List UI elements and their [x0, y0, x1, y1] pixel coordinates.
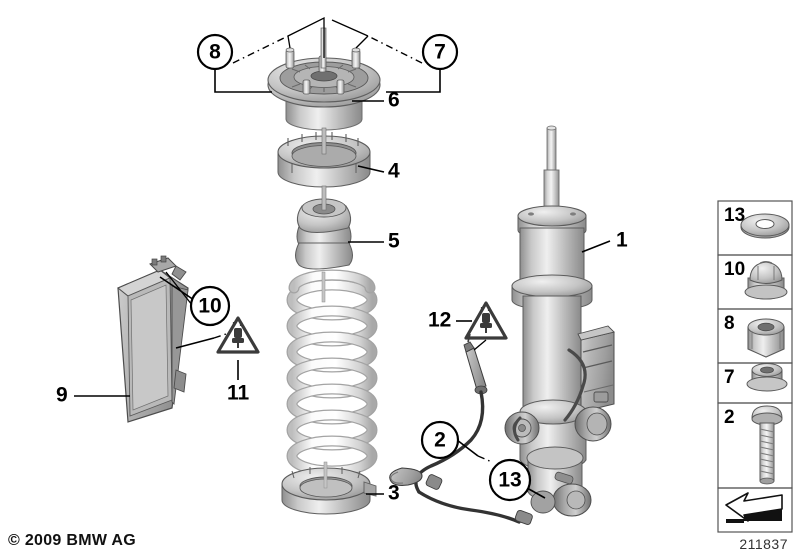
callout-label-8: 8: [209, 41, 221, 64]
part-control-module: [117, 255, 189, 423]
strut-valve-block: [577, 325, 615, 413]
part-coil-spring: [286, 269, 378, 477]
callout-c7[interactable]: 7: [421, 33, 459, 71]
callout-c8[interactable]: 8: [196, 33, 234, 71]
callout-label-9: 9: [56, 384, 68, 407]
part-level-sensor: [389, 333, 533, 525]
callout-label-2: 2: [434, 429, 446, 452]
legend-num-13: 13: [724, 205, 745, 226]
legend-part-bolt: [751, 405, 783, 485]
legend-part-hex-nut: [747, 318, 785, 358]
legend-part-cap-nut: [744, 261, 788, 300]
forward-arrow-icon: [725, 492, 783, 523]
part-lower-spring-pad: [281, 461, 377, 515]
legend-num-2: 2: [724, 407, 735, 428]
callout-label-4: 4: [388, 160, 400, 183]
callout-c10[interactable]: 10: [189, 285, 231, 327]
callout-label-3: 3: [388, 482, 400, 505]
legend-part-flange-nut: [746, 363, 788, 392]
parts-legend: [717, 200, 793, 533]
diagram-id: 211837: [739, 536, 788, 552]
callout-label-11: 11: [227, 382, 250, 405]
legend-num-8: 8: [724, 313, 735, 334]
legend-num-10: 10: [724, 259, 745, 280]
callout-label-12: 12: [428, 309, 451, 332]
callout-c2[interactable]: 2: [420, 420, 460, 460]
callout-label-6: 6: [388, 89, 400, 112]
legend-num-7: 7: [724, 367, 735, 388]
callout-c13[interactable]: 13: [488, 458, 532, 502]
copyright-notice: © 2009 BMW AG: [8, 532, 137, 549]
warning-icon-11: [216, 316, 260, 354]
electrical-plug-warning-icon: [480, 307, 492, 333]
legend-part-washer: [740, 213, 790, 239]
warning-icon-12: [464, 301, 508, 340]
part-shock-absorber-strut: [504, 125, 615, 517]
electrical-plug-warning-icon: [232, 322, 244, 348]
callout-label-10: 10: [198, 295, 221, 318]
callout-label-7: 7: [434, 41, 446, 64]
part-bump-stop: [295, 185, 353, 270]
leader-lines: [74, 16, 611, 499]
part-upper-spring-pad: [277, 127, 371, 188]
callout-label-5: 5: [388, 230, 400, 253]
callout-label-13: 13: [498, 469, 521, 492]
module-connector: [149, 255, 187, 281]
callout-label-1: 1: [616, 229, 628, 252]
